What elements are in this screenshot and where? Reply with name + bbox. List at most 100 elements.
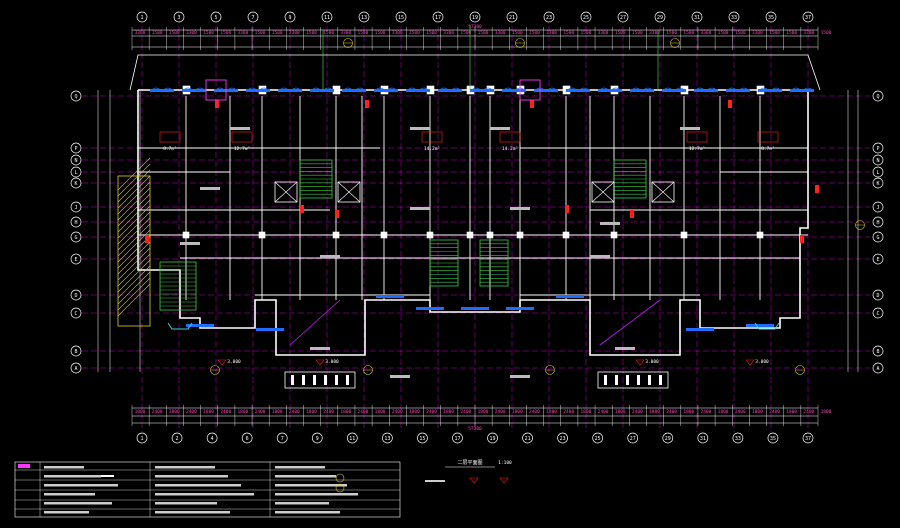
axis-bubble-right-label: C [876,311,879,317]
dimension-text: 2400 [529,409,540,415]
legend-text-block [44,484,118,487]
hatch-border [117,175,151,327]
dimension-text: 2400 [152,409,163,415]
axis-bubble-top-label: 9 [288,15,291,21]
elevator-shaft [274,181,298,203]
magenta-detail-box [205,79,227,101]
axis-bubble-bottom [241,432,253,444]
axis-bubble-top [358,11,370,23]
axis-bubble-top-label: 13 [361,15,367,21]
red-marker [565,205,569,213]
dimension-text: 1800 [478,409,489,415]
dimension-text: 1500 [718,30,729,36]
axis-bubble-left-label: N [74,158,77,164]
dimension-text: 3300 [598,30,609,36]
axis-bubble-right [872,216,884,228]
hatch-stroke [117,157,151,191]
annotation-text-block [390,375,410,378]
window-strip [406,89,430,92]
axis-bubble-left [70,289,82,301]
hatch-stroke [117,175,151,209]
room-tag-box [686,131,708,143]
axis-bubble-bottom [136,432,148,444]
axis-bubble-left [70,177,82,189]
level-text: 3.000 [325,359,339,365]
column [680,231,688,239]
axis-bubble-right-label: B [876,349,879,355]
level-marker [469,477,479,484]
dimension-text: 3300 [135,30,146,36]
legend-text-block [155,466,215,469]
dimension-text: 2400 [255,409,266,415]
bay-window [167,322,193,330]
axis-bubble-top-label: 17 [435,15,441,21]
legend-text-block [155,493,254,496]
hatch-stroke [117,277,151,311]
dimension-text: 1800 [683,409,694,415]
axis-bubble-right-label: Q [876,94,879,100]
dimension-text: 1800 [135,409,146,415]
elevator-shaft [651,181,675,203]
door-swing [373,87,399,93]
level-marker [499,477,509,484]
annotation-text-block [410,127,430,130]
door-swing [469,87,495,93]
axis-bubble-top [654,11,666,23]
hatch-stroke [117,283,151,317]
room-tag-box [757,131,779,143]
axis-bubble-left [70,345,82,357]
axis-bubble-bottom-label: 23 [560,436,566,442]
door-swing [309,87,335,93]
axis-bubble-left-label: A [74,366,77,372]
axis-bubble-right [872,345,884,357]
axis-bubble-left-label: L [74,170,77,176]
dimension-text: 1500 [272,30,283,36]
dimension-text: 1800 [752,409,763,415]
axis-bubble-left-label: P [74,146,77,152]
axis-bubble-right [872,90,884,102]
axis-bubble-top [802,11,814,23]
axis-bubble-right [872,231,884,243]
level-marker [745,359,755,366]
axis-bubble-left-label: C [74,311,77,317]
axis-bubble-top-label: 29 [657,15,663,21]
hatch-stroke [117,271,151,305]
legend-text-block [44,493,95,496]
balcony-post [648,375,651,385]
column [610,231,618,239]
legend-text-block [155,511,230,514]
window-strip [662,89,686,92]
dimension-text: 1500 [615,30,626,36]
dimension-text: 3300 [392,30,403,36]
level-marker [635,359,645,366]
axis-bubble-top [395,11,407,23]
dimension-text: 1800 [203,409,214,415]
dimension-text: 3300 [649,30,660,36]
annotation-text-block [680,127,700,130]
dimension-text: 1500 [152,30,163,36]
axis-bubble-left [70,307,82,319]
axis-bubble-bottom [171,432,183,444]
bay-window [754,322,780,330]
axis-bubble-top-label: 5 [214,15,217,21]
room-tag-box [159,131,181,143]
axis-bubble-right [872,307,884,319]
axis-bubble-top [284,11,296,23]
window-strip [470,89,494,92]
room-tag-box [499,131,521,143]
window-strip [278,89,302,92]
axis-bubble-bottom-label: 25 [595,436,601,442]
door-swing [341,87,367,93]
axis-bubble-top [506,11,518,23]
dimension-text: 1500 [786,30,797,36]
axis-bubble-top [173,11,185,23]
column [332,85,341,95]
dimension-text: 1800 [375,409,386,415]
hatch-stroke [117,193,151,227]
hatch-stroke [117,169,151,203]
axis-bubble-top-label: 19 [472,15,478,21]
window-strip [186,324,214,327]
eaves-outline [129,54,821,91]
